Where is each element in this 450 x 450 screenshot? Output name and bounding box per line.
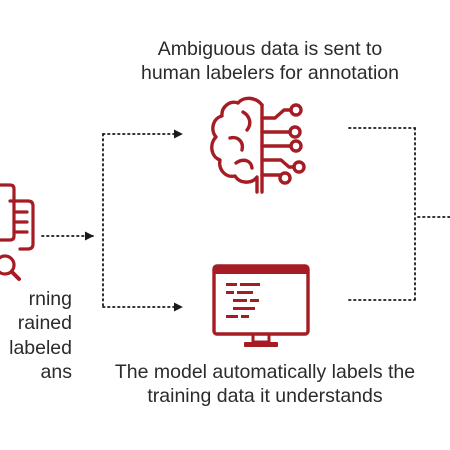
- annotation-caption-line-2: human labelers for annotation: [140, 62, 399, 85]
- left-caption-line-4: ans: [40, 361, 72, 384]
- auto-label-caption-line-1: The model automatically labels the: [114, 361, 416, 383]
- connector-lines: [41, 127, 450, 312]
- left-caption-line-3: labeled: [9, 336, 72, 359]
- annotation-caption: Ambiguous data is sent to human labelers…: [110, 37, 430, 86]
- left-caption-line-2: rained: [17, 312, 72, 335]
- auto-label-caption: The model automatically labels the train…: [70, 360, 450, 409]
- auto-label-caption-line-2: training data it understands: [147, 385, 383, 408]
- computer-monitor-code-icon: [212, 264, 310, 347]
- brain-circuit-icon: [210, 96, 306, 194]
- annotation-caption-line-1: Ambiguous data is sent to: [157, 38, 383, 60]
- left-caption-line-1: rning: [28, 288, 72, 310]
- left-partial-caption: rning rained labeled ans: [9, 287, 72, 385]
- chat-search-icon: [0, 183, 35, 281]
